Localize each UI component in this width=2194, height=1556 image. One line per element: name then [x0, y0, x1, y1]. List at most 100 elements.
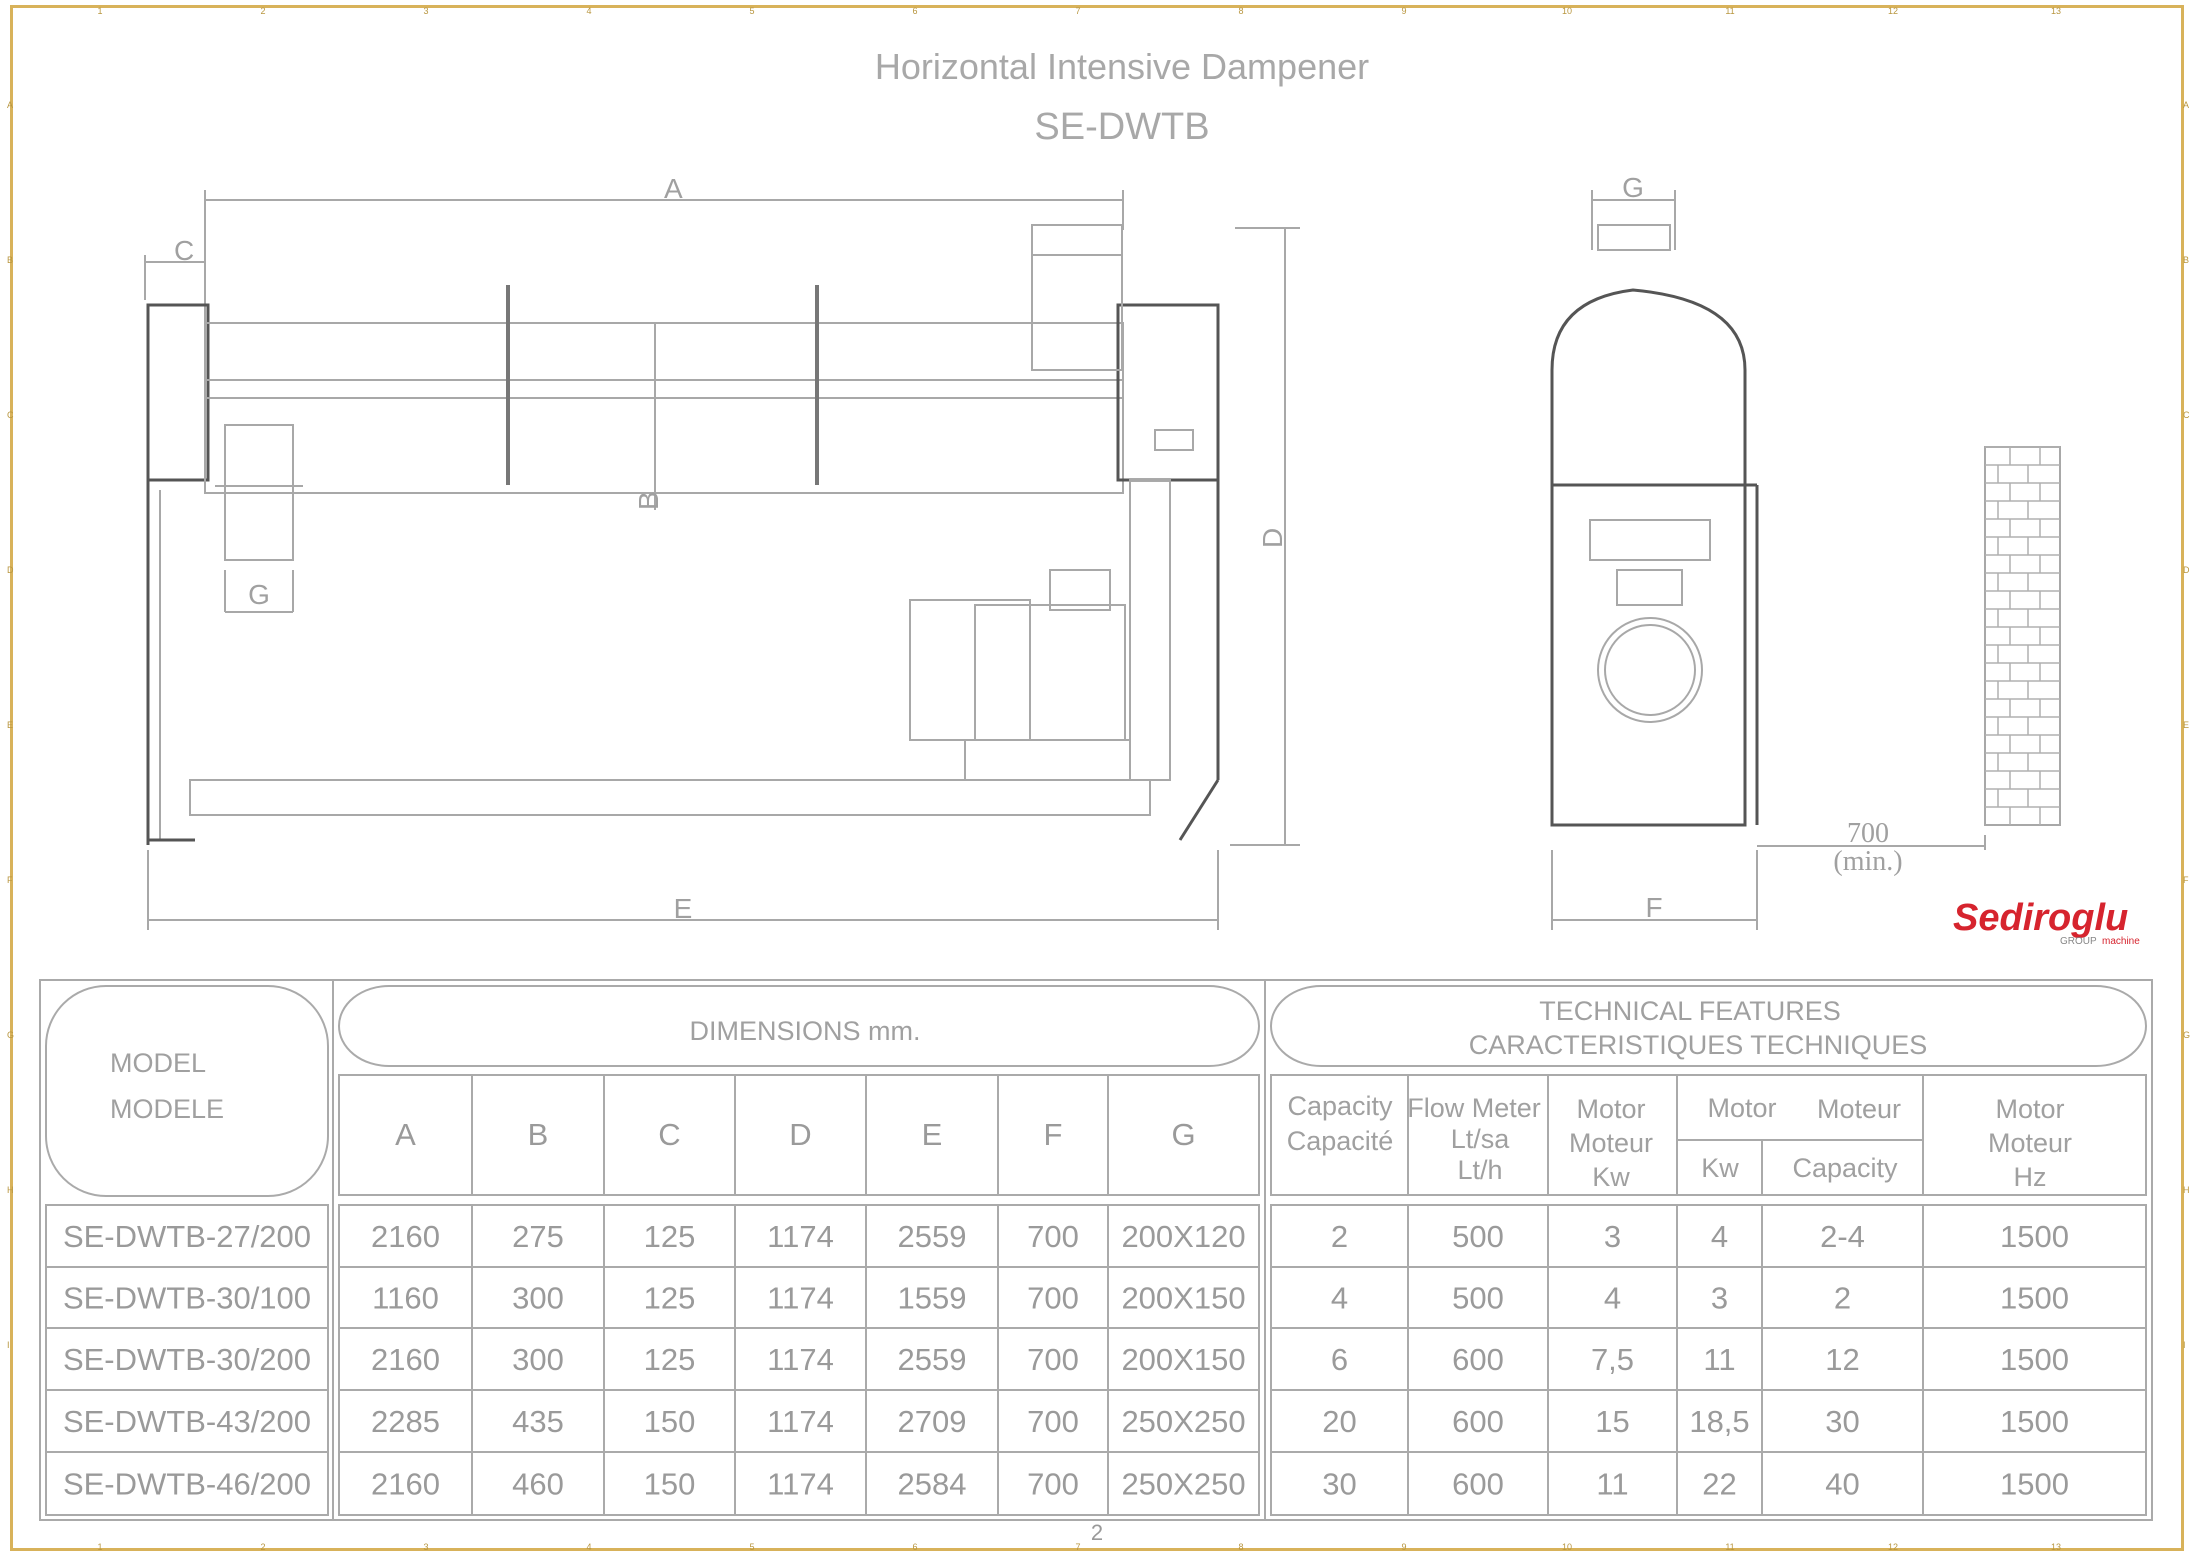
model-code-title: SE-DWTB	[1034, 106, 1210, 148]
dim-cell-b: 300	[512, 1342, 564, 1377]
dim-label-e: E	[674, 893, 693, 924]
flow-header-2: Lt/sa	[1451, 1124, 1511, 1154]
model-cell: SE-DWTB-30/200	[63, 1342, 311, 1377]
dim-column-header: A	[395, 1117, 416, 1152]
bottom-border-mark: 7	[1075, 1542, 1080, 1552]
dim-label-c: C	[174, 235, 194, 266]
dim-cell-c: 125	[644, 1281, 696, 1316]
tech-cell-cap: 30	[1322, 1467, 1356, 1502]
dim-cell-d: 1174	[767, 1342, 834, 1377]
table-body: SE-DWTB-27/200 2160 275 125 1174 2559 700 200X1…	[63, 1219, 2069, 1502]
dim-column-header: C	[658, 1117, 680, 1152]
tech-cell-flow: 500	[1452, 1219, 1504, 1254]
tech-cell-flow: 600	[1452, 1467, 1504, 1502]
kw-sub-header: Kw	[1701, 1153, 1739, 1183]
dim-label-a: A	[664, 173, 683, 204]
left-border-mark: D	[7, 565, 14, 575]
left-border-mark: H	[7, 1185, 14, 1195]
right-border-mark: D	[2183, 565, 2190, 575]
tech-cell-motor: 4	[1604, 1281, 1621, 1316]
model-header-en: MODEL	[110, 1048, 206, 1078]
dim-cell-a: 2160	[371, 1467, 440, 1502]
right-border-mark: F	[2183, 875, 2189, 885]
tech-cell-kw: 3	[1711, 1281, 1728, 1316]
flow-header-3: Lt/h	[1457, 1155, 1502, 1185]
top-border-mark: 4	[586, 6, 591, 16]
moteur-header: Moteur	[1817, 1094, 1901, 1124]
top-border-mark: 5	[749, 6, 754, 16]
right-border-mark: E	[2183, 720, 2189, 730]
right-border-mark: B	[2183, 255, 2189, 265]
capacity-header-fr: Capacité	[1287, 1126, 1394, 1156]
top-border-mark: 10	[1562, 6, 1572, 16]
tech-cell-kw: 22	[1702, 1467, 1736, 1502]
model-header-fr: MODELE	[110, 1094, 224, 1124]
dim-column-header: F	[1044, 1117, 1063, 1152]
dim-cell-g: 200X150	[1121, 1342, 1245, 1377]
dim-cell-b: 435	[512, 1404, 564, 1439]
hz-header-3: Hz	[2014, 1162, 2047, 1192]
tech-cell-hz: 1500	[2000, 1281, 2069, 1316]
logo-wordmark: Sediroglu	[1953, 897, 2128, 939]
dim-column-header: B	[528, 1117, 549, 1152]
dim-cell-d: 1174	[767, 1467, 834, 1502]
top-border-mark: 11	[1725, 6, 1734, 16]
tech-cell-hz: 1500	[2000, 1404, 2069, 1439]
tech-cell-flow: 500	[1452, 1281, 1504, 1316]
tech-cell-hz: 1500	[2000, 1467, 2069, 1502]
clearance-note: (min.)	[1833, 846, 1902, 877]
page-number: 2	[1091, 1520, 1103, 1545]
dim-cell-b: 300	[512, 1281, 564, 1316]
dim-cell-b: 275	[512, 1219, 564, 1254]
dim-cell-e: 2559	[898, 1342, 967, 1377]
dim-label-g-front: G	[248, 579, 270, 610]
bottom-border-mark: 3	[423, 1542, 428, 1552]
motor-header: Motor	[1707, 1093, 1776, 1123]
tech-header-fr: CARACTERISTIQUES TECHNIQUES	[1469, 1030, 1928, 1060]
bottom-border-mark: 11	[1725, 1542, 1734, 1552]
tech-cell-cap: 4	[1331, 1281, 1348, 1316]
tech-cell-motor: 3	[1604, 1219, 1621, 1254]
left-border-mark: E	[7, 720, 13, 730]
tech-header-en: TECHNICAL FEATURES	[1539, 996, 1841, 1026]
capacity-sub-header: Capacity	[1792, 1153, 1898, 1183]
dim-label-g-side: G	[1622, 172, 1644, 203]
tech-cell-motor: 11	[1596, 1467, 1628, 1502]
outer-frame	[10, 5, 2184, 1551]
bottom-border-mark: 8	[1238, 1542, 1243, 1552]
left-border-mark: I	[7, 1340, 10, 1350]
top-border-mark: 3	[423, 6, 428, 16]
right-border-mark: H	[2183, 1185, 2190, 1195]
wall-bricks	[1985, 446, 2060, 825]
motor-kw-header-3: Kw	[1592, 1162, 1630, 1192]
tech-cell-flow: 600	[1452, 1404, 1504, 1439]
motor-kw-header-2: Moteur	[1569, 1128, 1653, 1158]
top-border-mark: 7	[1075, 6, 1080, 16]
model-cell: SE-DWTB-30/100	[63, 1281, 311, 1316]
dim-cell-a: 1160	[372, 1281, 439, 1316]
bottom-border-mark: 4	[586, 1542, 591, 1552]
left-border-mark: F	[7, 875, 13, 885]
model-cell: SE-DWTB-27/200	[63, 1219, 311, 1254]
tech-cell-capacity: 30	[1825, 1404, 1859, 1439]
flow-header-1: Flow Meter	[1407, 1093, 1541, 1123]
company-logo: Sediroglu GROUP machine	[1953, 897, 2140, 947]
top-border-mark: 1	[97, 6, 102, 16]
tech-cell-motor: 7,5	[1591, 1342, 1634, 1377]
dim-cell-d: 1174	[767, 1404, 834, 1439]
model-cell: SE-DWTB-46/200	[63, 1467, 311, 1502]
right-border-mark: G	[2183, 1030, 2190, 1040]
dim-label-b: B	[633, 491, 664, 510]
bottom-border-mark: 13	[2051, 1542, 2061, 1552]
dim-cell-g: 200X120	[1121, 1219, 1245, 1254]
dim-cell-a: 2285	[371, 1404, 440, 1439]
left-border-mark: A	[7, 100, 13, 110]
front-view	[144, 190, 1300, 930]
dim-cell-f: 700	[1027, 1281, 1079, 1316]
dim-cell-d: 1174	[767, 1281, 834, 1316]
tech-cell-capacity: 2	[1834, 1281, 1851, 1316]
tech-cell-capacity: 40	[1825, 1467, 1859, 1502]
